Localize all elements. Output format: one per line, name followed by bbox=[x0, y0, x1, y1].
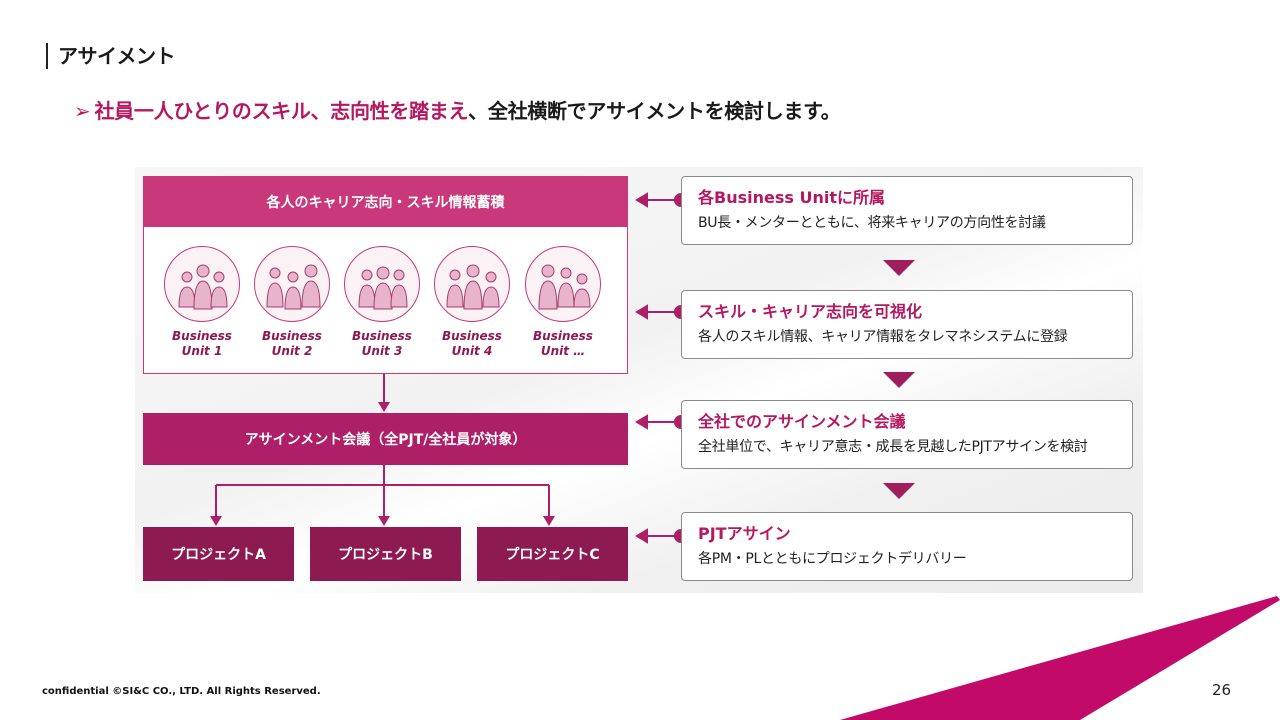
page-number: 26 bbox=[1212, 681, 1232, 699]
headline: ➢社員一人ひとりのスキル、志向性を踏まえ、全社横断でアサイメントを検討します。 bbox=[74, 98, 841, 124]
step-pjt-assign: PJTアサイン 各PM・PLとともにプロジェクトデリバリー bbox=[681, 512, 1133, 581]
unit-label-line2: Unit 3 bbox=[361, 344, 403, 358]
people-group-icon bbox=[164, 246, 240, 322]
unit-label-line1: Business bbox=[352, 329, 412, 343]
people-group-icon bbox=[525, 246, 601, 322]
slide-title: アサイメント bbox=[46, 43, 176, 69]
step-assignment-meeting: 全社でのアサインメント会議 全社単位で、キャリア意志・成長を見越したPJTアサイ… bbox=[681, 400, 1133, 469]
step-visualize-skills: スキル・キャリア志向を可視化 各人のスキル情報、キャリア情報をタレマネシステムに… bbox=[681, 290, 1133, 359]
unit-label-line1: Business bbox=[533, 329, 593, 343]
copyright-text: confidential ©SI&C CO., LTD. All Rights … bbox=[42, 686, 321, 697]
people-group-icon bbox=[344, 246, 420, 322]
unit-label-line2: Unit 2 bbox=[271, 344, 313, 358]
people-group-icon bbox=[434, 246, 510, 322]
decorative-triangle bbox=[840, 596, 1280, 720]
unit-label-line2: Unit 4 bbox=[451, 344, 493, 358]
project-b-box: プロジェクトB bbox=[310, 527, 461, 581]
project-a-box: プロジェクトA bbox=[143, 527, 294, 581]
step-bu-membership: 各Business Unitに所属 BU長・メンターとともに、将来キャリアの方向… bbox=[681, 176, 1133, 245]
step-title: 全社でのアサインメント会議 bbox=[698, 412, 906, 431]
headline-accent: 社員一人ひとりのスキル、志向性を踏まえ bbox=[94, 99, 469, 123]
step-title: スキル・キャリア志向を可視化 bbox=[698, 302, 923, 321]
unit-label-line2: Unit 1 bbox=[181, 344, 223, 358]
people-group-icon bbox=[254, 246, 330, 322]
unit-label-line2: Unit … bbox=[540, 344, 586, 358]
step-description: 各人のスキル情報、キャリア情報をタレマネシステムに登録 bbox=[698, 329, 1068, 345]
assignment-meeting-box: アサインメント会議（全PJT/全社員が対象） bbox=[143, 413, 628, 465]
step-title: PJTアサイン bbox=[698, 524, 791, 543]
bullet-arrow-icon: ➢ bbox=[74, 99, 91, 123]
project-c-box: プロジェクトC bbox=[477, 527, 628, 581]
unit-label-line1: Business bbox=[442, 329, 502, 343]
step-description: BU長・メンターとともに、将来キャリアの方向性を討議 bbox=[698, 215, 1046, 231]
unit-label-line1: Business bbox=[262, 329, 322, 343]
step-description: 各PM・PLとともにプロジェクトデリバリー bbox=[698, 551, 967, 567]
step-description: 全社単位で、キャリア意志・成長を見越したPJTアサインを検討 bbox=[698, 439, 1088, 455]
step-title: 各Business Unitに所属 bbox=[698, 188, 885, 207]
unit-label-line1: Business bbox=[172, 329, 232, 343]
career-skill-heading-box: 各人のキャリア志向・スキル情報蓄積 bbox=[143, 176, 628, 228]
headline-rest: 、全社横断でアサイメントを検討します。 bbox=[468, 99, 841, 123]
